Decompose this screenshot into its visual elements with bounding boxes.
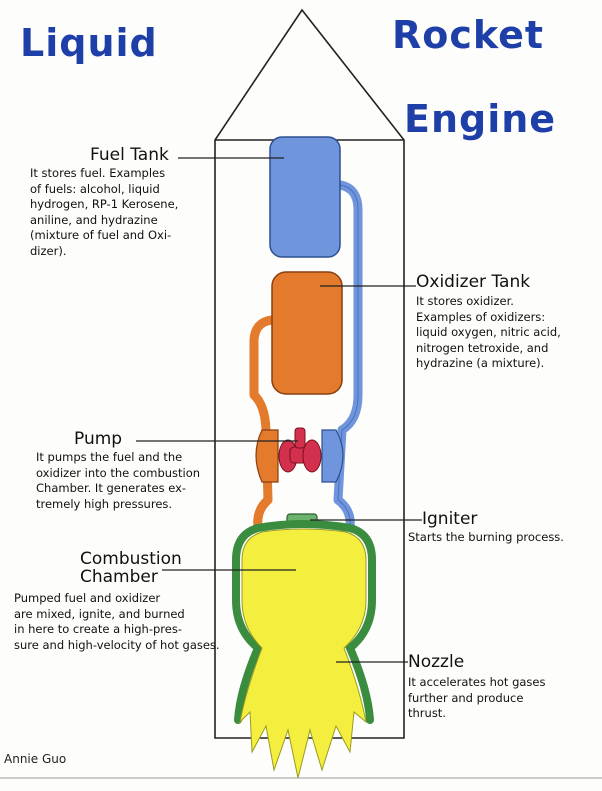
igniter-label: Igniter	[422, 509, 478, 529]
exhaust-flame	[239, 528, 367, 779]
title-engine: Engine	[404, 97, 557, 141]
author-signature: Annie Guo	[4, 752, 67, 766]
title-liquid: Liquid	[20, 21, 158, 65]
fuel-tank-description: It stores fuel. Examples of fuels: alcoh…	[30, 166, 179, 258]
title-rocket: Rocket	[392, 13, 545, 57]
pump-housing-left	[255, 429, 279, 483]
oxidizer-tank	[271, 271, 343, 395]
combustion-chamber-wall	[232, 524, 263, 724]
nozzle-label: Nozzle	[408, 652, 465, 672]
fuel-tank	[269, 136, 341, 258]
oxidizer-tank-label: Oxidizer Tank	[416, 272, 531, 292]
pump-description: It pumps the fuel and the oxidizer into …	[36, 450, 201, 511]
oxidizer-tank-description: It stores oxidizer. Examples of oxidizer…	[416, 294, 561, 370]
rocket-body-outline	[214, 8, 405, 739]
fuel-tank-label: Fuel Tank	[90, 145, 169, 165]
igniter-description: Starts the burning process.	[408, 530, 564, 544]
combustion-chamber-description: Pumped fuel and oxidizer are mixed, igni…	[14, 591, 220, 652]
oxidizer-line	[249, 315, 273, 529]
combustion-chamber-label: Combustion Chamber	[80, 549, 182, 587]
pump	[278, 427, 322, 473]
nozzle-description: It accelerates hot gases further and pro…	[408, 675, 546, 720]
pump-housing-right	[321, 429, 344, 483]
nozzle-wall	[345, 524, 376, 724]
pump-label: Pump	[74, 429, 123, 449]
